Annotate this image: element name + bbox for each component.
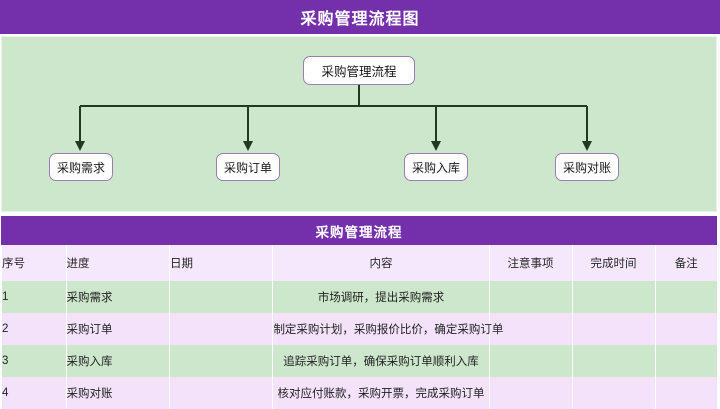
flow-node-reconcile[interactable]: 采购对账 (555, 153, 619, 181)
cell-progress: 采购入库 (65, 345, 170, 377)
column-header-remark[interactable]: 备注 (654, 245, 717, 281)
flow-node-instock-label: 采购入库 (411, 160, 460, 175)
flow-node-instock[interactable]: 采购入库 (404, 153, 468, 181)
page-title-bar: 采购管理流程图 (0, 0, 720, 34)
flow-node-root-label: 采购管理流程 (321, 65, 397, 79)
table-row[interactable]: 2 采购订单 制定采购计划，采购报价比价，确定采购订单 (1, 313, 717, 345)
cell-date (168, 377, 273, 409)
cell-content: 制定采购计划，采购报价比价，确定采购订单 (272, 313, 503, 345)
cell-remark (654, 377, 717, 409)
table-header-row: 序号 进度 日期 内容 注意事项 完成时间 备注 (1, 245, 717, 281)
cell-no: 2 (1, 313, 67, 345)
cell-remark (654, 313, 717, 345)
table-title-band: 采购管理流程 (1, 216, 717, 245)
page-title: 采购管理流程图 (300, 11, 420, 28)
column-header-progress[interactable]: 进度 (65, 245, 170, 281)
cell-finish (571, 345, 655, 377)
cell-no: 4 (1, 377, 67, 409)
cell-progress: 采购对账 (65, 377, 170, 409)
process-table: 序号 进度 日期 内容 注意事项 完成时间 备注 1 采购需求 市场调研，提出采… (1, 245, 717, 409)
cell-content: 市场调研，提出采购需求 (272, 281, 490, 313)
cell-date (168, 281, 273, 313)
flow-node-demand-label: 采购需求 (56, 160, 105, 175)
cell-finish (571, 313, 655, 345)
table-head: 序号 进度 日期 内容 注意事项 完成时间 备注 (1, 245, 717, 281)
flowchart-connectors (75, 85, 592, 151)
cell-note (488, 313, 573, 345)
column-header-no[interactable]: 序号 (1, 245, 67, 281)
column-header-note[interactable]: 注意事项 (488, 245, 573, 281)
cell-date (168, 313, 273, 345)
table-row[interactable]: 3 采购入库 追踪采购订单，确保采购订单顺利入库 (1, 345, 717, 377)
flow-node-demand[interactable]: 采购需求 (49, 153, 113, 181)
column-header-finish[interactable]: 完成时间 (571, 245, 655, 281)
table-row[interactable]: 1 采购需求 市场调研，提出采购需求 (1, 281, 717, 313)
flow-node-order-label: 采购订单 (223, 160, 272, 175)
table-row[interactable]: 4 采购对账 核对应付账款，采购开票，完成采购订单 (1, 377, 717, 409)
cell-finish (571, 281, 655, 313)
cell-date (168, 345, 273, 377)
flowchart-panel: 采购管理流程 采购需求 采购订单 采购入库 采购对账 (1, 36, 717, 212)
flow-node-reconcile-label: 采购对账 (562, 160, 611, 175)
flow-node-root[interactable]: 采购管理流程 (303, 56, 415, 85)
cell-remark (654, 281, 717, 313)
table-title: 采购管理流程 (315, 224, 403, 240)
cell-finish (571, 377, 655, 409)
flow-node-order[interactable]: 采购订单 (216, 153, 280, 181)
cell-content: 核对应付账款，采购开票，完成采购订单 (272, 377, 490, 409)
cell-note (488, 281, 573, 313)
cell-remark (654, 345, 717, 377)
cell-no: 1 (1, 281, 67, 313)
cell-progress: 采购需求 (65, 281, 170, 313)
cell-note (488, 377, 573, 409)
cell-content: 追踪采购订单，确保采购订单顺利入库 (272, 345, 490, 377)
column-header-content[interactable]: 内容 (272, 245, 490, 281)
cell-no: 3 (1, 345, 67, 377)
table-body: 1 采购需求 市场调研，提出采购需求 2 采购订单 制定采购计划，采购报价比价，… (1, 281, 717, 409)
cell-note (488, 345, 573, 377)
cell-progress: 采购订单 (65, 313, 170, 345)
column-header-date[interactable]: 日期 (168, 245, 273, 281)
